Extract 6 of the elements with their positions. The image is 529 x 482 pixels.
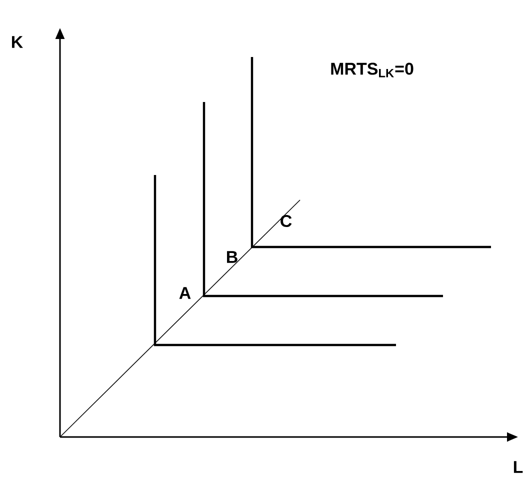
point-label: C — [280, 214, 292, 228]
point-label: B — [227, 251, 238, 263]
point-label: A — [179, 287, 191, 299]
axis-label: L — [514, 461, 523, 473]
mrts-label: MRTS$_{LK}$=0 — [331, 62, 414, 78]
axis-label: K — [12, 36, 23, 48]
